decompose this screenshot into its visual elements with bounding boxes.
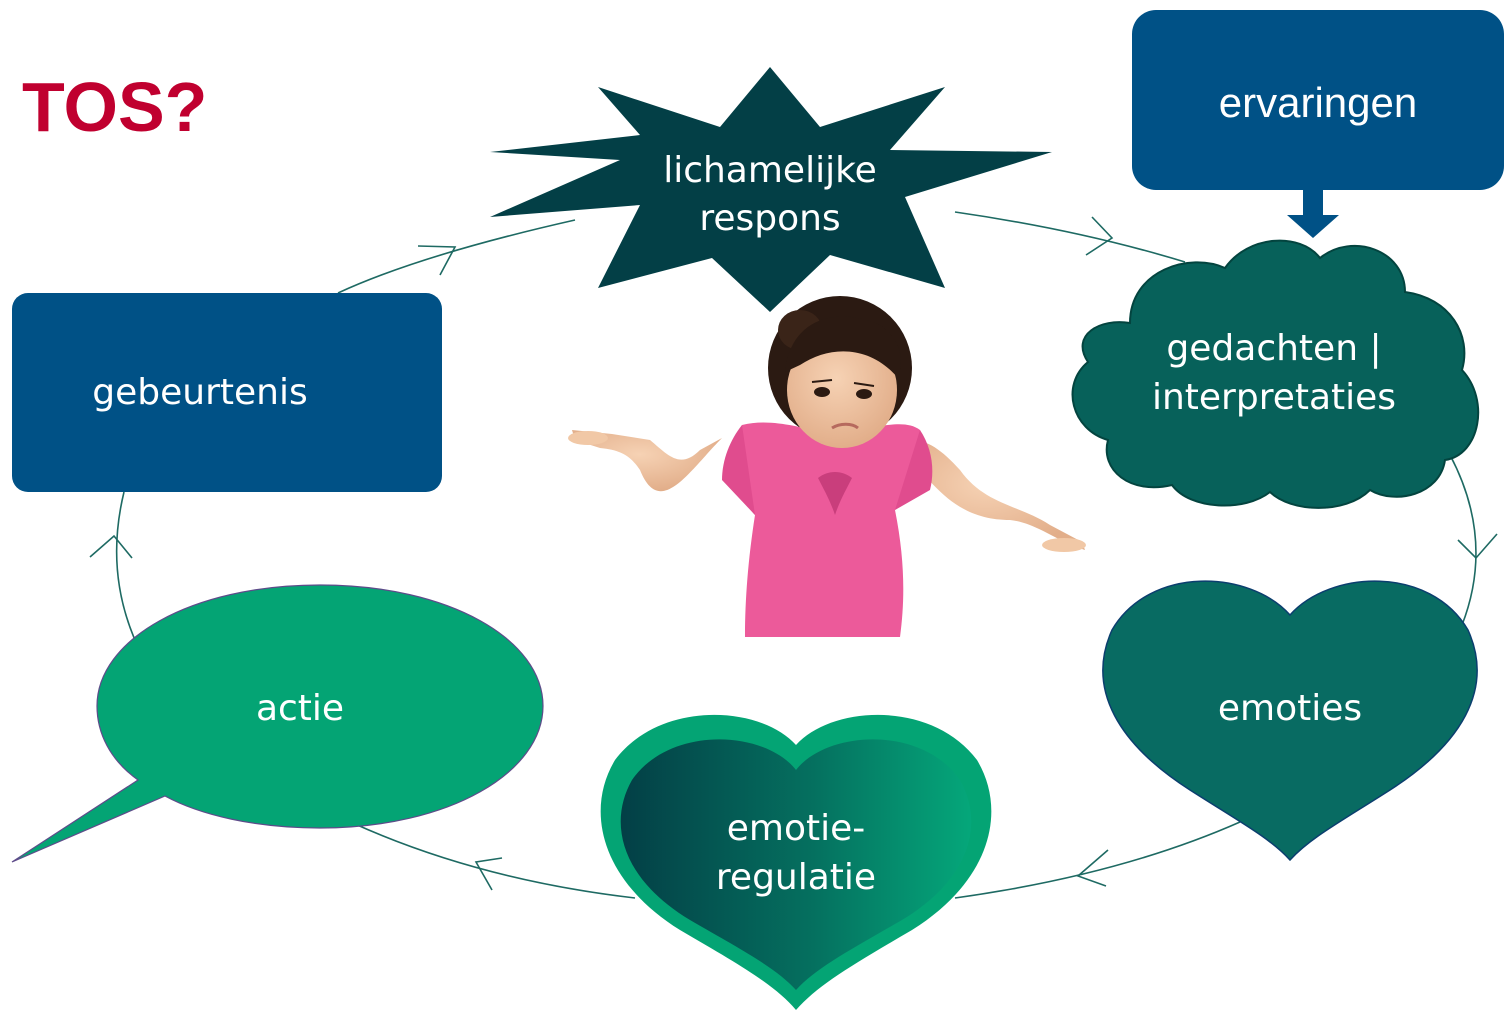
ervaringen-box [1132, 10, 1504, 190]
actie-bubble [11, 584, 544, 863]
arrowhead-5 [474, 857, 503, 891]
respons-star [490, 67, 1052, 312]
arrowhead-1 [417, 245, 457, 276]
node-emoties: emoties [1102, 580, 1478, 862]
node-ervaringen: ervaringen [1132, 10, 1504, 238]
gedachten-label-line2: interpretaties [1152, 377, 1396, 418]
page-title: TOS? [22, 68, 207, 146]
connector-regulatie-to-actie [354, 823, 636, 899]
gedachten-cloud [1071, 239, 1480, 509]
connector-gebeurtenis-to-respons [337, 219, 576, 294]
connector-gedachten-to-emoties [1449, 454, 1477, 626]
arrowhead-4 [1076, 849, 1109, 887]
node-actie: actie [11, 584, 544, 863]
regulatie-label-line1: emotie- [727, 808, 866, 849]
gebeurtenis-box [12, 293, 442, 492]
regulatie-heart-inner [620, 739, 972, 990]
node-gebeurtenis: gebeurtenis [12, 293, 442, 492]
emoties-heart [1102, 580, 1478, 862]
gedachten-label-line1: gedachten | [1166, 328, 1381, 369]
actie-label: actie [256, 688, 344, 729]
gebeurtenis-label: gebeurtenis [92, 372, 307, 413]
node-emotieregulatie: emotie- regulatie [600, 714, 992, 1010]
regulatie-label-line2: regulatie [716, 857, 876, 898]
arrowhead-3 [1457, 533, 1498, 560]
cycle-arrowheads [89, 216, 1498, 891]
respons-label-line2: respons [699, 198, 840, 239]
respons-label-line1: lichamelijke [663, 150, 877, 191]
node-lichamelijke-respons: lichamelijke respons [490, 67, 1052, 312]
arrowhead-6 [89, 534, 133, 559]
ervaringen-label: ervaringen [1219, 79, 1417, 126]
cycle-connectors [115, 211, 1477, 899]
arrowhead-2 [1085, 216, 1114, 256]
connector-respons-to-gedachten [954, 211, 1186, 263]
emoties-label: emoties [1218, 688, 1362, 729]
connector-actie-to-gebeurtenis [115, 491, 136, 641]
connector-emoties-to-regulatie [954, 821, 1241, 899]
girl-shrugging-image [568, 296, 1086, 637]
ervaringen-arrow [1287, 190, 1339, 238]
node-gedachten: gedachten | interpretaties [1071, 239, 1480, 509]
